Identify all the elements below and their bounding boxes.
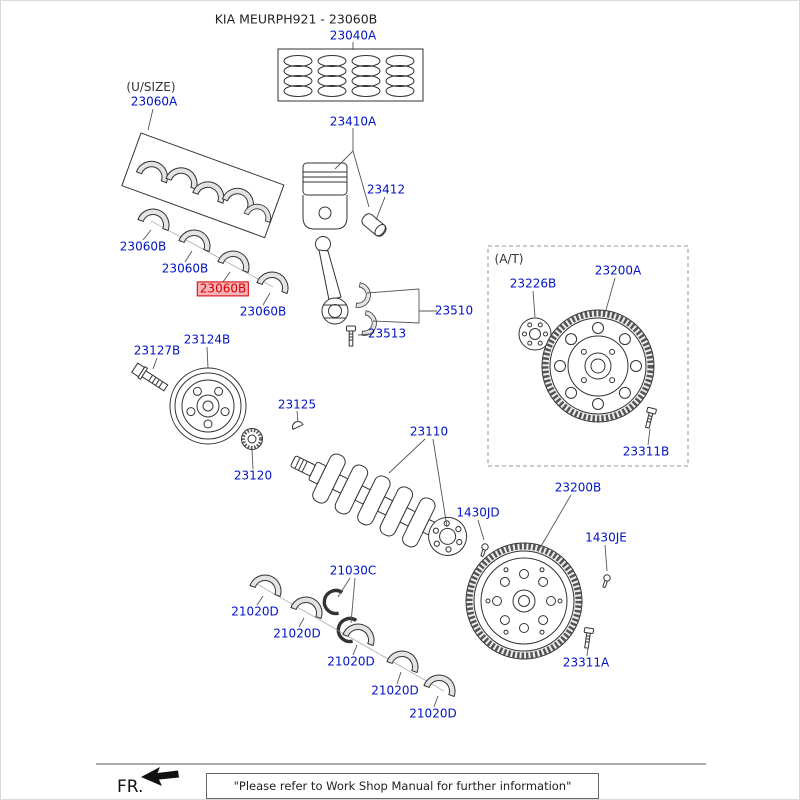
part-label-21020D[interactable]: 21020D xyxy=(371,683,419,698)
part-label-23120[interactable]: 23120 xyxy=(233,468,273,483)
at-annotation: (A/T) xyxy=(494,252,524,266)
part-label-23311A[interactable]: 23311A xyxy=(562,655,610,670)
part-label-1430JE[interactable]: 1430JE xyxy=(585,530,627,545)
lower-bearing-shells-drawing xyxy=(249,569,461,697)
part-label-23410A[interactable]: 23410A xyxy=(329,114,377,129)
part-label-23110[interactable]: 23110 xyxy=(409,424,449,439)
piston-pin-drawing xyxy=(361,213,387,237)
part-label-23060B-highlighted[interactable]: 23060B xyxy=(196,281,250,297)
pulley-bolt-drawing xyxy=(131,362,169,392)
part-label-23311B[interactable]: 23311B xyxy=(622,444,670,459)
adapter-spacer-drawing xyxy=(518,317,552,351)
part-label-23412[interactable]: 23412 xyxy=(366,182,406,197)
connecting-rod-drawing xyxy=(315,236,349,325)
fr-label: FR. xyxy=(117,777,144,797)
part-label-23513[interactable]: 23513 xyxy=(367,326,407,341)
flywheel-drawing xyxy=(465,542,583,660)
page-title: KIA MEURPH921 - 23060B xyxy=(214,11,378,27)
part-label-23060B[interactable]: 23060B xyxy=(239,304,287,319)
part-label-23200B[interactable]: 23200B xyxy=(554,480,602,495)
crankshaft-drawing xyxy=(290,453,468,556)
piston-ring-sets-drawing xyxy=(277,48,424,102)
part-label-21020D[interactable]: 21020D xyxy=(327,654,375,669)
part-label-23125[interactable]: 23125 xyxy=(277,397,317,412)
part-label-23060B[interactable]: 23060B xyxy=(119,239,167,254)
main-bearing-strip-drawing xyxy=(121,132,285,239)
fr-direction-arrow xyxy=(141,767,179,786)
part-label-23200A[interactable]: 23200A xyxy=(594,263,642,278)
part-label-21020D[interactable]: 21020D xyxy=(273,626,321,641)
woodruff-key-drawing xyxy=(292,421,304,430)
crank-sprocket-drawing xyxy=(241,428,263,450)
part-label-21030C[interactable]: 21030C xyxy=(329,563,377,578)
workshop-note: "Please refer to Work Shop Manual for fu… xyxy=(206,773,599,799)
part-label-1430JD[interactable]: 1430JD xyxy=(456,505,500,520)
part-label-23124B[interactable]: 23124B xyxy=(183,332,231,347)
part-label-23060A[interactable]: 23060A xyxy=(130,94,178,109)
drive-plate-at-drawing xyxy=(541,309,655,423)
part-label-23226B[interactable]: 23226B xyxy=(509,276,557,291)
crank-pulley-drawing xyxy=(169,367,247,445)
part-label-23510[interactable]: 23510 xyxy=(434,303,474,318)
part-label-21020D[interactable]: 21020D xyxy=(409,706,457,721)
usize-annotation: (U/SIZE) xyxy=(126,80,176,94)
leader-lines xyxy=(142,42,651,708)
part-label-23060B[interactable]: 23060B xyxy=(161,261,209,276)
main-bearing-shells-drawing xyxy=(137,203,294,294)
part-label-23040A[interactable]: 23040A xyxy=(329,28,377,43)
at-option-box xyxy=(487,245,689,467)
part-label-21020D[interactable]: 21020D xyxy=(231,604,279,619)
part-label-23127B[interactable]: 23127B xyxy=(133,343,181,358)
piston-drawing xyxy=(302,162,348,230)
